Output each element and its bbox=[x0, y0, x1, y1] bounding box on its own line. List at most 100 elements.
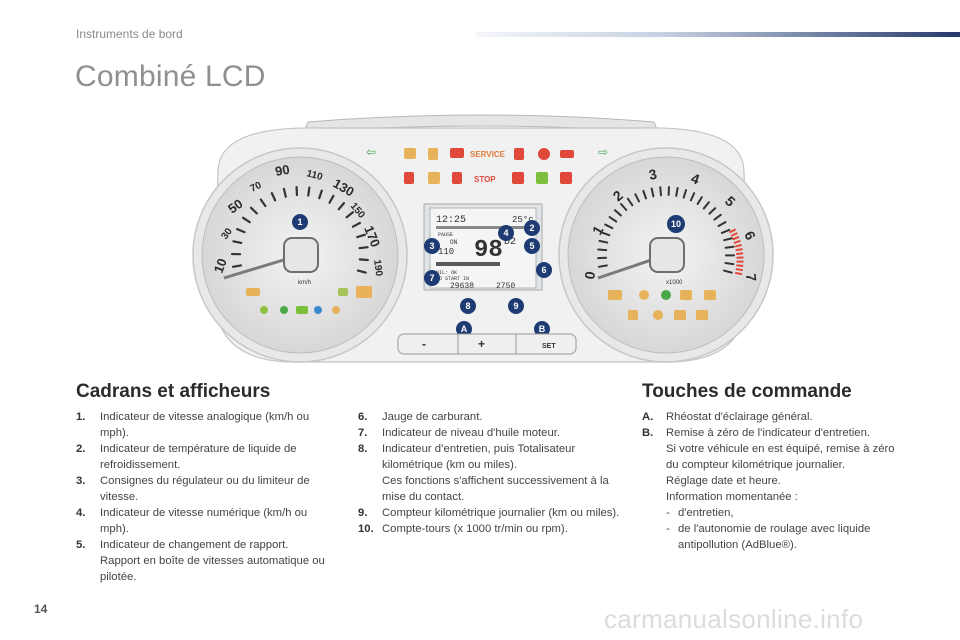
dial-tick bbox=[650, 187, 655, 198]
list-item: 9.Compteur kilométrique journalier (km o… bbox=[358, 507, 620, 519]
dial-tick bbox=[318, 189, 323, 200]
touches-heading: Touches de commande bbox=[642, 381, 852, 402]
dial-tick bbox=[356, 233, 366, 239]
dial-tick bbox=[597, 248, 608, 252]
list-item: A.Rhéostat d'éclairage général. bbox=[642, 411, 813, 423]
dial-tick bbox=[642, 189, 648, 200]
dial-tick bbox=[620, 203, 628, 212]
dial-tick bbox=[713, 213, 722, 221]
page-number: 14 bbox=[34, 602, 48, 616]
dial-tick bbox=[689, 192, 696, 202]
dial-tick bbox=[675, 186, 679, 197]
dial-tick bbox=[708, 207, 717, 215]
touches-list: A.Rhéostat d'éclairage général. B. Remis… bbox=[642, 409, 900, 553]
speed-tick-10: 10 bbox=[211, 256, 230, 275]
lcd-set-speed: 110 bbox=[438, 247, 454, 257]
lcd-pause: PAUSE bbox=[438, 232, 453, 238]
dial-tick bbox=[659, 186, 662, 197]
dial-tick bbox=[231, 264, 243, 268]
speed-tick-50: 50 bbox=[225, 196, 245, 217]
marker-7: 7 bbox=[429, 273, 434, 283]
dial-tick bbox=[724, 262, 735, 266]
list-item: 10.Compte-tours (x 1000 tr/min ou rpm). bbox=[358, 523, 568, 535]
dial-tick bbox=[307, 186, 311, 197]
dial-tick bbox=[722, 269, 733, 274]
control-plus: + bbox=[478, 337, 485, 351]
lcd-oil: OIL: OK bbox=[436, 270, 457, 276]
lcd-speed: 98 bbox=[474, 237, 503, 264]
tacho-tick-3: 3 bbox=[647, 166, 658, 183]
dial-tick bbox=[598, 264, 608, 268]
cadrans-list-col1: 1.Indicateur de vitesse analogique (km/h… bbox=[76, 409, 338, 585]
list-item: 1.Indicateur de vitesse analogique (km/h… bbox=[76, 411, 310, 439]
dial-tick bbox=[345, 211, 354, 219]
lcd-on: ON bbox=[450, 239, 458, 246]
speed-tick-190: 190 bbox=[371, 259, 384, 277]
dial-tick bbox=[702, 201, 710, 210]
list-item: 7.Indicateur de niveau d'huile moteur. bbox=[358, 427, 561, 439]
dial-tick bbox=[634, 193, 640, 203]
dial-tick bbox=[249, 206, 258, 215]
dial-tick bbox=[600, 231, 611, 237]
dial-tick bbox=[328, 194, 335, 204]
cadrans-heading: Cadrans et afficheurs bbox=[76, 381, 271, 402]
marker-B: B bbox=[539, 324, 546, 334]
marker-A: A bbox=[461, 324, 468, 334]
list-item: 3.Consignes du régulateur ou du limiteur… bbox=[76, 475, 310, 503]
tacho-warning-icons bbox=[608, 290, 716, 320]
dial-tick bbox=[337, 202, 346, 211]
marker-9: 9 bbox=[513, 301, 518, 311]
speed-tick-110: 110 bbox=[305, 168, 324, 183]
dial-tick bbox=[696, 196, 703, 205]
list-item: 2.Indicateur de température de liquide d… bbox=[76, 443, 297, 471]
dial-tick bbox=[351, 221, 362, 228]
list-item: 8.Indicateur d’entretien, puis Totalisat… bbox=[358, 443, 609, 503]
svg-text:⇨: ⇨ bbox=[598, 145, 608, 159]
watermark: carmanualsonline.info bbox=[604, 604, 864, 634]
dial-tick bbox=[724, 245, 735, 249]
marker-6: 6 bbox=[541, 265, 546, 275]
warning-lamps-row2: STOP bbox=[404, 172, 572, 184]
dial-tick bbox=[259, 198, 267, 208]
dial-tick bbox=[604, 223, 614, 230]
dial-tick bbox=[356, 269, 367, 274]
cadrans-list-col2: 6.Jauge de carburant. 7.Indicateur de ni… bbox=[358, 409, 626, 537]
speed-tick-90: 90 bbox=[274, 162, 291, 179]
warning-lamps-row1: ⇦ SERVICE ⇨ bbox=[366, 145, 608, 160]
dial-tick bbox=[682, 189, 688, 199]
lcd-odometer: 29638 bbox=[450, 282, 474, 291]
svg-text:⇦: ⇦ bbox=[366, 145, 376, 159]
tacho-tick-0: 0 bbox=[581, 270, 598, 281]
dial-tick bbox=[608, 216, 618, 223]
speed-tick-70: 70 bbox=[249, 180, 264, 195]
list-item: 4.Indicateur de vitesse numérique (km/h … bbox=[76, 507, 308, 535]
marker-10: 10 bbox=[671, 219, 681, 229]
speed-unit: km/h bbox=[298, 280, 311, 286]
dial-tick bbox=[241, 216, 251, 224]
control-minus: - bbox=[422, 337, 426, 351]
marker-5: 5 bbox=[529, 241, 534, 251]
dial-tick bbox=[720, 228, 731, 234]
dial-tick bbox=[232, 240, 243, 245]
control-set: SET bbox=[542, 343, 556, 350]
list-item: 5.Indicateur de changement de rapport.Ra… bbox=[76, 539, 325, 583]
dial-tick bbox=[358, 246, 369, 250]
list-item: B. Remise à zéro de l'indicateur d'entre… bbox=[642, 427, 895, 551]
lcd-time: 12:25 bbox=[436, 215, 466, 226]
dial-tick bbox=[717, 221, 727, 227]
dial-tick bbox=[236, 228, 246, 234]
marker-4: 4 bbox=[503, 228, 508, 238]
header-bar bbox=[476, 32, 960, 37]
marker-1: 1 bbox=[297, 217, 302, 227]
dial-tick bbox=[358, 258, 369, 262]
lcd-gear: D2 bbox=[504, 237, 516, 248]
dial-tick bbox=[270, 192, 277, 202]
svg-text:SERVICE: SERVICE bbox=[470, 150, 506, 159]
tacho-unit: x1000 bbox=[666, 280, 683, 286]
dial-tick bbox=[598, 239, 609, 244]
dial-tick bbox=[723, 237, 733, 242]
dial-tick bbox=[282, 187, 287, 198]
tacho-tick-7: 7 bbox=[743, 273, 760, 282]
list-item: 6.Jauge de carburant. bbox=[358, 411, 483, 423]
speedo-warning-icons bbox=[246, 286, 372, 314]
